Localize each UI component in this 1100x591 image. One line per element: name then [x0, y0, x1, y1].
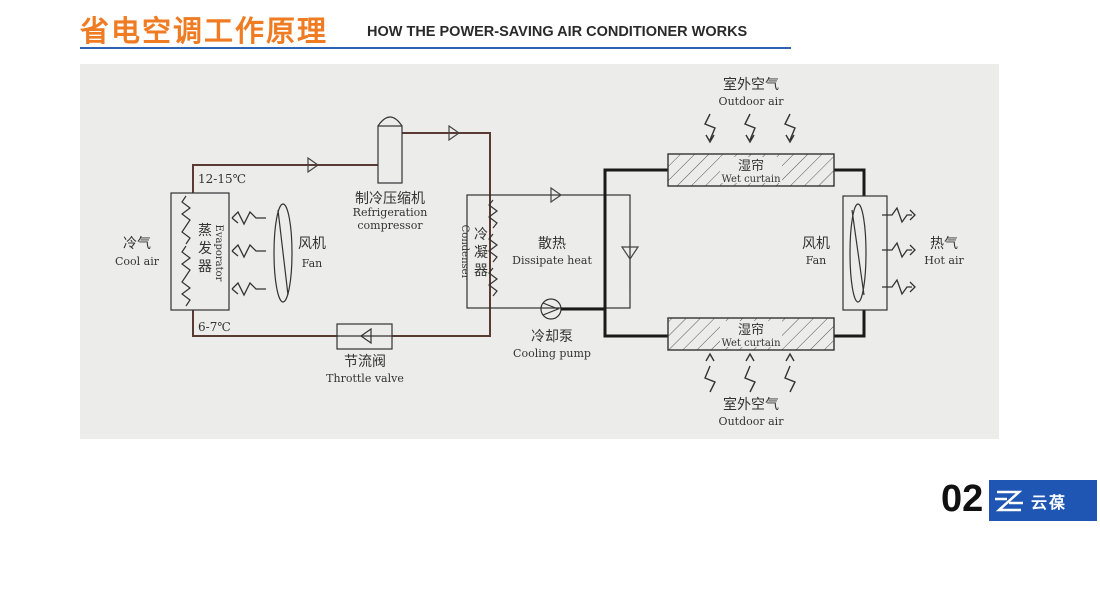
compressor-label-cn: 制冷压缩机 [355, 191, 425, 207]
hot-air-label-cn: 热气 [930, 236, 958, 252]
cool-air-label-en: Cool air [115, 255, 160, 268]
compressor-label-en-1: Refrigeration [353, 206, 428, 219]
condenser-label-en: Condenser [459, 225, 470, 280]
outdoor-air-top-en: Outdoor air [719, 95, 785, 108]
flow-arrow-icon [550, 186, 563, 204]
dissipate-label-en: Dissipate heat [512, 254, 592, 267]
wet-curtain-top-en: Wet curtain [721, 174, 781, 185]
brand-logo [989, 480, 1097, 521]
evaporator [170, 192, 230, 311]
fan-left-label-cn: 风机 [298, 236, 326, 252]
evaporator-char-3: 器 [198, 259, 212, 275]
outdoor-air-bottom-cn: 室外空气 [723, 396, 779, 413]
fan-right-label-cn: 风机 [802, 236, 830, 252]
page-title-cn: 省电空调工作原理 [80, 14, 329, 48]
hot-air-label-en: Hot air [924, 254, 964, 267]
page-number: 02 [941, 478, 984, 520]
fan-right [842, 195, 888, 311]
evaporator-char-1: 蒸 [198, 223, 212, 239]
outdoor-air-arrows-top [704, 113, 796, 144]
wet-curtain-bottom [667, 317, 835, 351]
title-underline [80, 47, 791, 49]
wet-curtain-top-cn: 湿帘 [738, 158, 764, 174]
drip-indicator [620, 225, 640, 290]
compressor-label-en-2: compressor [357, 219, 423, 232]
cooling-pump-icon [540, 298, 562, 320]
flow-arrow-icon [448, 124, 461, 142]
throttle-label-cn: 节流阀 [344, 354, 386, 370]
pump-label-en: Cooling pump [513, 347, 591, 360]
wet-curtain-bottom-en: Wet curtain [721, 338, 781, 349]
fan-left-icon [273, 203, 293, 303]
brand-name: 云葆 [1031, 493, 1068, 512]
flow-arrow-icon [307, 156, 320, 174]
hot-air-arrows [882, 206, 916, 296]
logo-mark-icon [995, 490, 1023, 512]
temp-bottom-label: 6-7℃ [198, 320, 231, 334]
condenser-char-2: 凝 [474, 245, 488, 261]
condenser-char-1: 冷 [474, 227, 488, 243]
temp-top-label: 12-15℃ [198, 172, 246, 186]
compressor [377, 116, 403, 184]
throttle-label-en: Throttle valve [326, 372, 404, 385]
evaporator-char-2: 发 [198, 241, 212, 257]
wet-curtain-bottom-cn: 湿帘 [738, 322, 764, 338]
wet-curtain-top [667, 153, 835, 187]
pump-label-cn: 冷却泵 [531, 329, 573, 345]
refrigerant-flow-arrows [307, 124, 461, 174]
cool-air-label-cn: 冷气 [123, 236, 151, 252]
page-title-en: HOW THE POWER-SAVING AIR CONDITIONER WOR… [367, 24, 748, 40]
outdoor-air-arrows-bottom [704, 352, 796, 393]
water-loop [561, 168, 866, 338]
fan-right-label-en: Fan [806, 254, 827, 267]
fan-left-label-en: Fan [302, 257, 323, 270]
outdoor-air-bottom-en: Outdoor air [719, 415, 785, 428]
dissipate-label-cn: 散热 [538, 236, 566, 252]
throttle-valve [336, 323, 393, 350]
airflow-arrows-left [231, 210, 266, 297]
evaporator-label-en: Evaporator [213, 225, 224, 282]
condenser-char-3: 器 [474, 263, 488, 279]
outdoor-air-top-cn: 室外空气 [723, 76, 779, 93]
refrigerant-loop [192, 132, 491, 337]
